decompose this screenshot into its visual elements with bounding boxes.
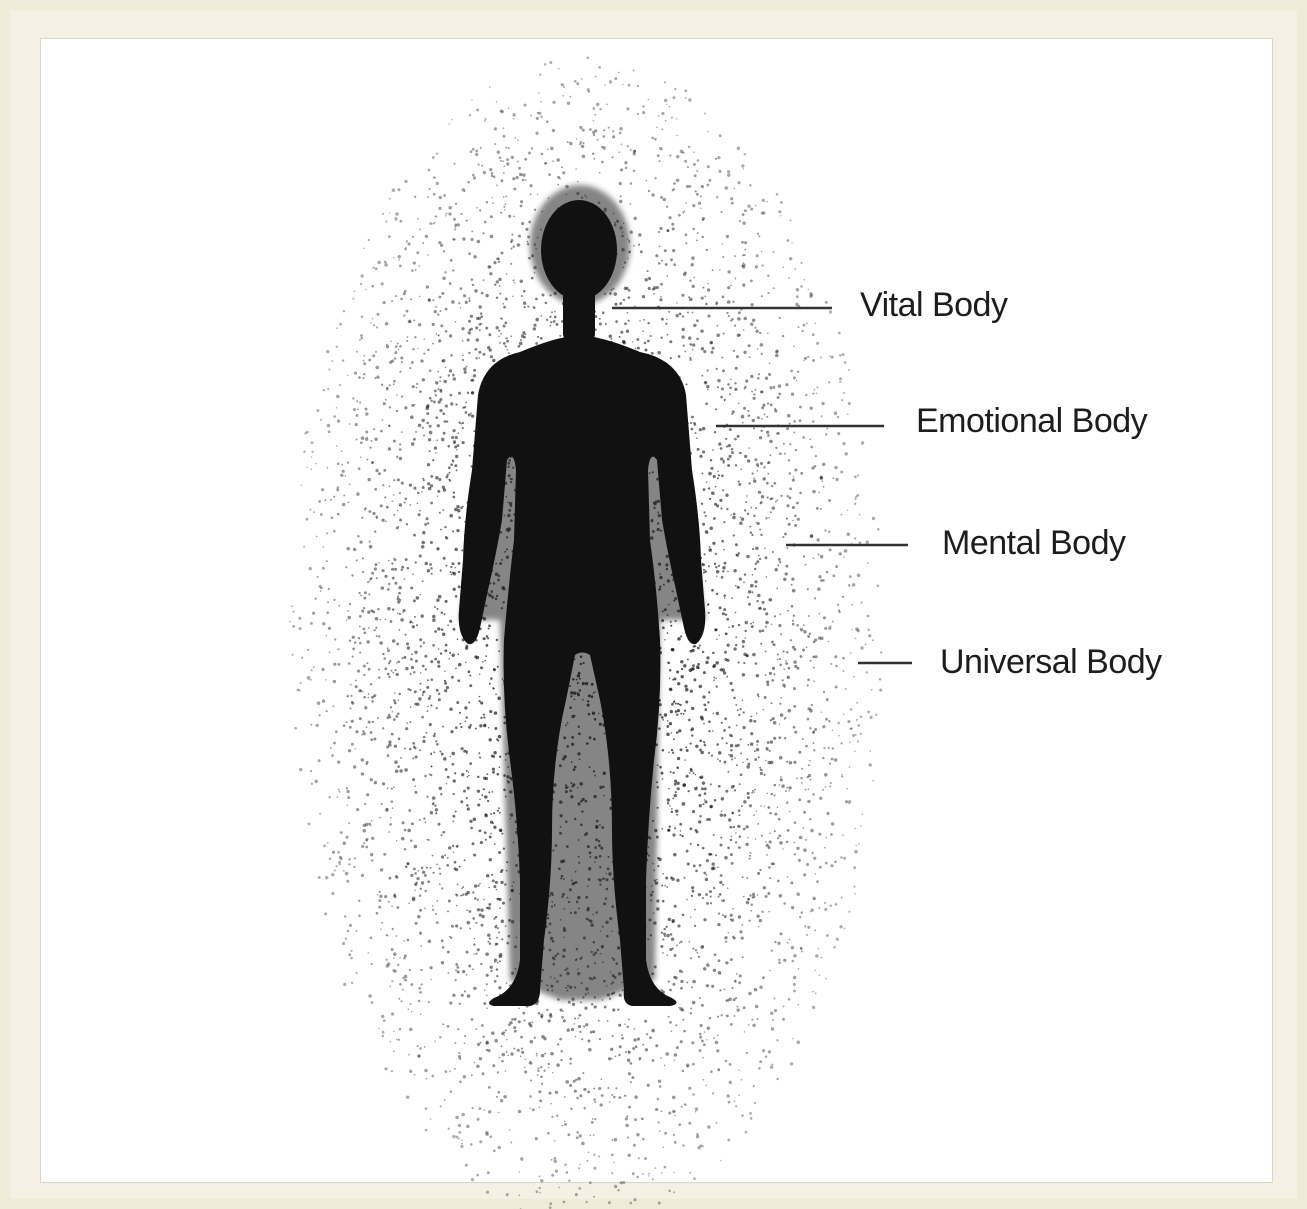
label-universal-body: Universal Body	[940, 643, 1162, 682]
label-vital-body: Vital Body	[860, 286, 1007, 325]
label-mental-body: Mental Body	[942, 524, 1126, 563]
label-emotional-body: Emotional Body	[916, 402, 1147, 441]
